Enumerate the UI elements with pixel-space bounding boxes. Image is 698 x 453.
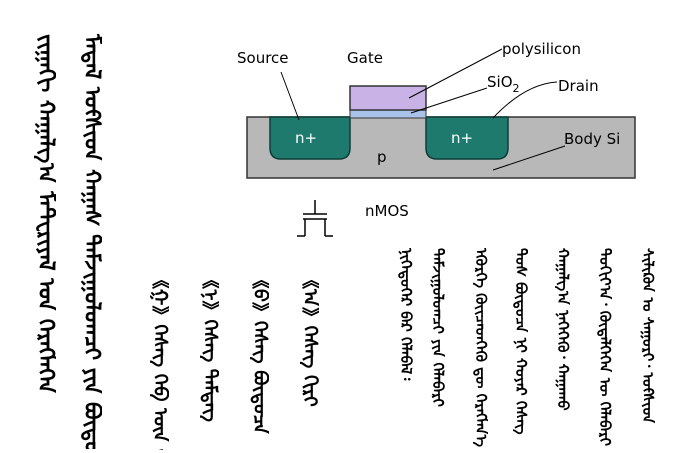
polysilicon-leader-line [408,48,503,99]
drain-n-plus-label: n+ [451,129,473,147]
list-item-4: 《ᠠ》ᠬᠡᠰᠡᠭ ᠬᠢᠷᠢ [300,270,319,407]
title-column-2: ᠮᠡᠲᠠᠯ ᠣᠻᠰᠢᠳ ᠬᠠᠭᠠᠰ ᠳᠠᠮᠵᠢᠭᠤᠯᠤᠭᠴᠢ ᠶᠢᠨ ᠪᠦᠲᠦᠴ… [80,34,102,449]
drain-label: Drain [558,77,599,95]
body-column-5: ᠬᠠᠭᠠᠯᠭ᠎ᠠ ᠨᠡᠭᠡᠭᠡᠬᠦ᠂ ᠬᠠᠭᠠᠬᠤ [555,248,570,411]
list-item-3: 《ᠪ》ᠬᠡᠰᠡᠭ ᠪᠦᠲᠦᠴᠡ [250,270,269,435]
sio2-label-base: SiO [487,73,513,91]
body-column-3: ᠡᠭᠦᠷᠭᠡ ᠭᠦᠢᠴᠡᠳᠭᠡᠬᠦ ᠳᠦ ᠬᠡᠷᠡᠭᠯᠡᠨ᠎ᠡ [473,248,488,447]
list-item-1: 《ᠭ》ᠬᠡᠰᠡᠭ ᠬᠡᠪ ᠦᠨ ᠵᠢᠷᠤᠭ [150,270,169,450]
list-item-2: 《ᠨ》ᠬᠡᠰᠡᠭ ᠲᠡᠮᠳᠡᠭ [200,270,219,423]
gate-label: Gate [347,49,383,67]
p-substrate-label: p [377,148,387,166]
source-leader-line [280,71,300,121]
body-leader-line [492,145,566,171]
nmos-symbol-icon [297,200,333,237]
drain-leader-line [492,81,558,119]
title-column-1: ᠵᠢᠭᠠᠬᠢ ᠬᠠᠭᠠᠯᠭ᠎ᠠ ᠮᠠᠲᠧᠷᠢᠶᠠᠯ ᠤᠨ ᠬᠡᠷᠡᠭᠯᠡᠭᠡᠨ [34,34,56,394]
polysilicon-label: polysilicon [502,40,581,58]
body-column-7: ᠰᠢᠯᠢᠺᠣᠨ ᠤ ᠰᠠᠭᠤᠷᠢ᠂ ᠣᠻᠰᠢᠳ [640,248,655,424]
sio2-label: SiO2 [487,73,520,95]
nmos-diagram: Source Gate polysilicon SiO2 Drain Body … [237,40,636,237]
source-n-plus-label: n+ [295,129,317,147]
source-label: Source [237,49,289,67]
drain-n-plus-region [425,116,509,160]
sio2-label-subscript: 2 [513,82,520,95]
gate-oxide [349,109,427,119]
body-column-4: ᠲᠤᠰ ᠪᠦᠲᠦᠴᠡ ᠨᠢ ᠬᠣᠶᠠᠷ ᠬᠡᠰᠡᠭ [513,248,528,435]
body-si-label: Body Si [564,130,620,148]
nmos-label: nMOS [365,202,409,220]
source-n-plus-region [269,116,351,160]
body-column-1: ᠨᠢᠭᠡᠳᠦᠭᠡᠷ ᠪᠠᠷ ᠬᠡᠯᠡᠪᠡᠯ᠄ [398,248,413,381]
sio2-leader-line [410,87,488,114]
polysilicon-gate [349,85,427,111]
body-column-6: ᠳᠤᠬᠢᠶ᠎ᠠ᠂ ᠬᠦᠳᠡᠯᠭᠡᠭᠡᠨ ᠦ ᠬᠡᠯᠡᠪᠡᠷᠢ [597,248,612,446]
body-column-2: ᠳᠠᠮᠵᠢᠭᠤᠯᠤᠭᠴᠢ ᠶᠢᠨ ᠬᠡᠯᠡᠪᠡᠷᠢ [430,248,445,407]
